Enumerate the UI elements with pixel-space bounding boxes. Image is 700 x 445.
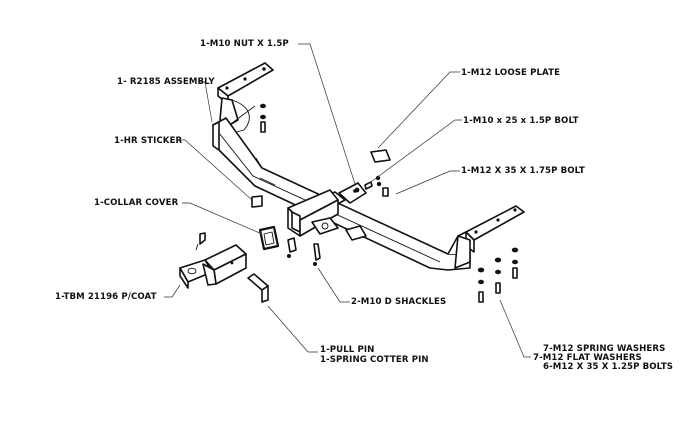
m12-bolt [382,187,389,197]
label-m10-nut: 1-M10 NUT X 1.5P [200,39,289,49]
label-hr-sticker: 1-HR STICKER [114,136,183,146]
label-flat-washers: 7-M12 FLAT WASHERS [533,353,642,363]
m12-loose-plate [370,149,391,163]
hr-sticker [251,195,263,208]
spring-clip-tail [195,243,199,251]
m10-nut [354,187,360,193]
d-shackles [287,237,321,266]
label-r2185-assembly: 1- R2185 ASSEMBLY [117,77,215,87]
center-hardware [354,149,391,197]
spring-clip [199,232,206,245]
left-bracket-hardware [260,103,266,133]
label-tbm-ball-mount: 1-TBM 21196 P/COAT [55,292,157,302]
label-spring-cotter-pin: 1-SPRING COTTER PIN [320,355,429,365]
label-collar-cover: 1-COLLAR COVER [94,198,179,208]
collar-cover [258,225,280,251]
label-pull-pin: 1-PULL PIN [320,345,375,355]
ball-mount [179,244,247,289]
label-m12-loose-plate: 1-M12 LOOSE PLATE [461,68,561,78]
m10-bolt [364,181,373,190]
label-spring-washers: 7-M12 SPRING WASHERS [543,344,666,354]
leader-lines [164,43,531,358]
pull-pin [247,273,269,303]
right-bracket-hardware [477,247,519,303]
label-m12-bolt: 1-M12 X 35 X 1.75P BOLT [461,166,585,176]
label-m12-bolts: 6-M12 X 35 X 1.25P BOLTS [543,362,674,372]
right-mounting-bracket [454,205,525,269]
label-d-shackles: 2-M10 D SHACKLES [351,297,447,307]
receiver [287,182,367,241]
label-m10-bolt: 1-M10 x 25 x 1.5P BOLT [463,116,579,126]
